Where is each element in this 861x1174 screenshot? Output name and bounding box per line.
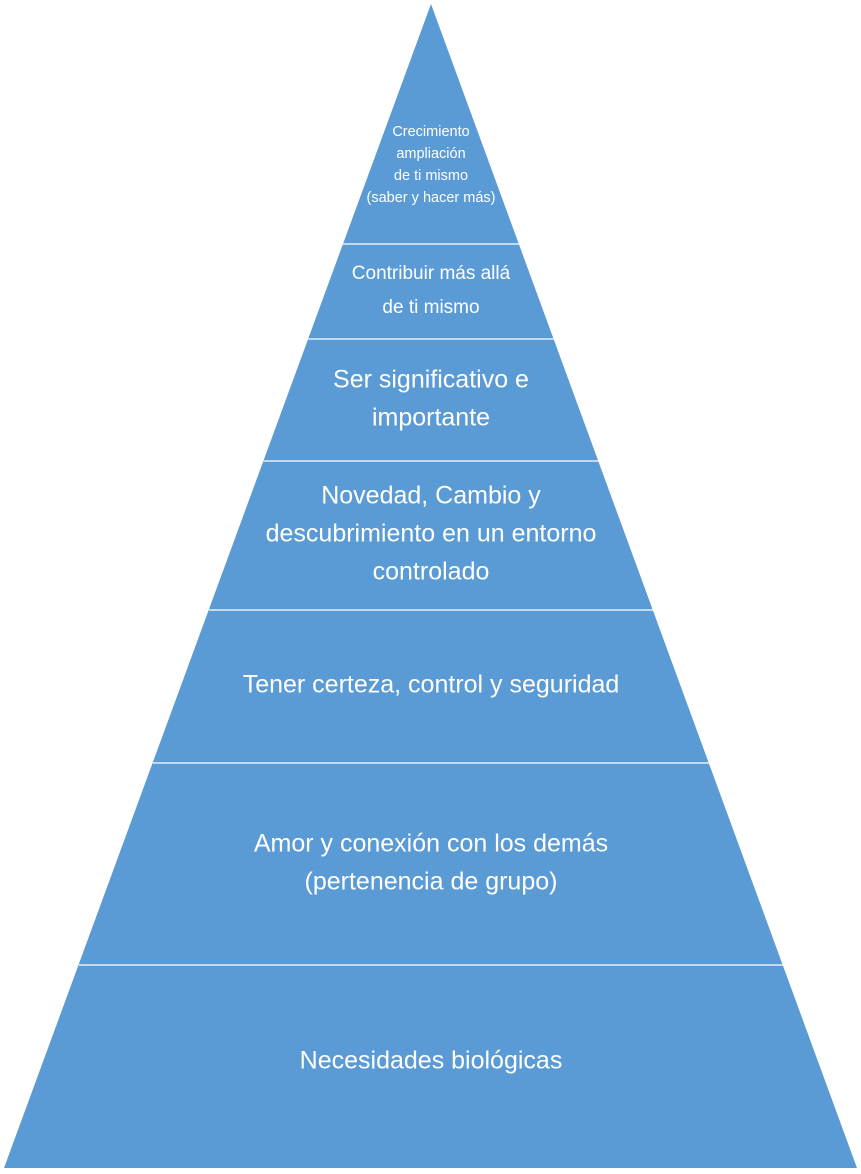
tier-love-connection-line: Amor y conexión con los demás bbox=[254, 830, 608, 858]
tier-biological-needs: Necesidades biológicas bbox=[300, 1047, 563, 1075]
tier-variety-line: Novedad, Cambio y bbox=[321, 482, 541, 510]
tier-significance: Ser significativo e importante bbox=[333, 366, 529, 432]
tier-variety-line: descubrimiento en un entorno bbox=[266, 520, 597, 548]
tier-contribution-line: de ti mismo bbox=[382, 297, 479, 318]
tier-growth-line: de ti mismo bbox=[394, 168, 468, 184]
tier-growth: Crecimiento ampliación de ti mismo (saber y… bbox=[367, 124, 496, 206]
tier-certainty: Tener certeza, control y seguridad bbox=[243, 671, 620, 699]
tier-variety: Novedad, Cambio y descubrimiento en un en… bbox=[266, 482, 597, 586]
tier-dividers bbox=[78, 243, 784, 966]
tier-labels: Crecimiento ampliación de ti mismo (saber y… bbox=[243, 124, 620, 1075]
tier-growth-line: (saber y hacer más) bbox=[367, 190, 496, 206]
tier-certainty-line: Tener certeza, control y seguridad bbox=[243, 671, 620, 699]
tier-love-connection: Amor y conexión con los demás (pertenenci… bbox=[254, 830, 608, 896]
tier-contribution: Contribuir más allá de ti mismo bbox=[352, 263, 511, 318]
tier-biological-needs-line: Necesidades biológicas bbox=[300, 1047, 563, 1075]
tier-growth-line: ampliación bbox=[396, 146, 465, 162]
tier-love-connection-line: (pertenencia de grupo) bbox=[305, 868, 558, 896]
pyramid-body bbox=[4, 4, 857, 1168]
tier-variety-line: controlado bbox=[373, 558, 490, 586]
tier-significance-line: importante bbox=[372, 404, 490, 432]
tier-growth-line: Crecimiento bbox=[392, 124, 469, 140]
tier-contribution-line: Contribuir más allá bbox=[352, 263, 511, 284]
tier-significance-line: Ser significativo e bbox=[333, 366, 529, 394]
